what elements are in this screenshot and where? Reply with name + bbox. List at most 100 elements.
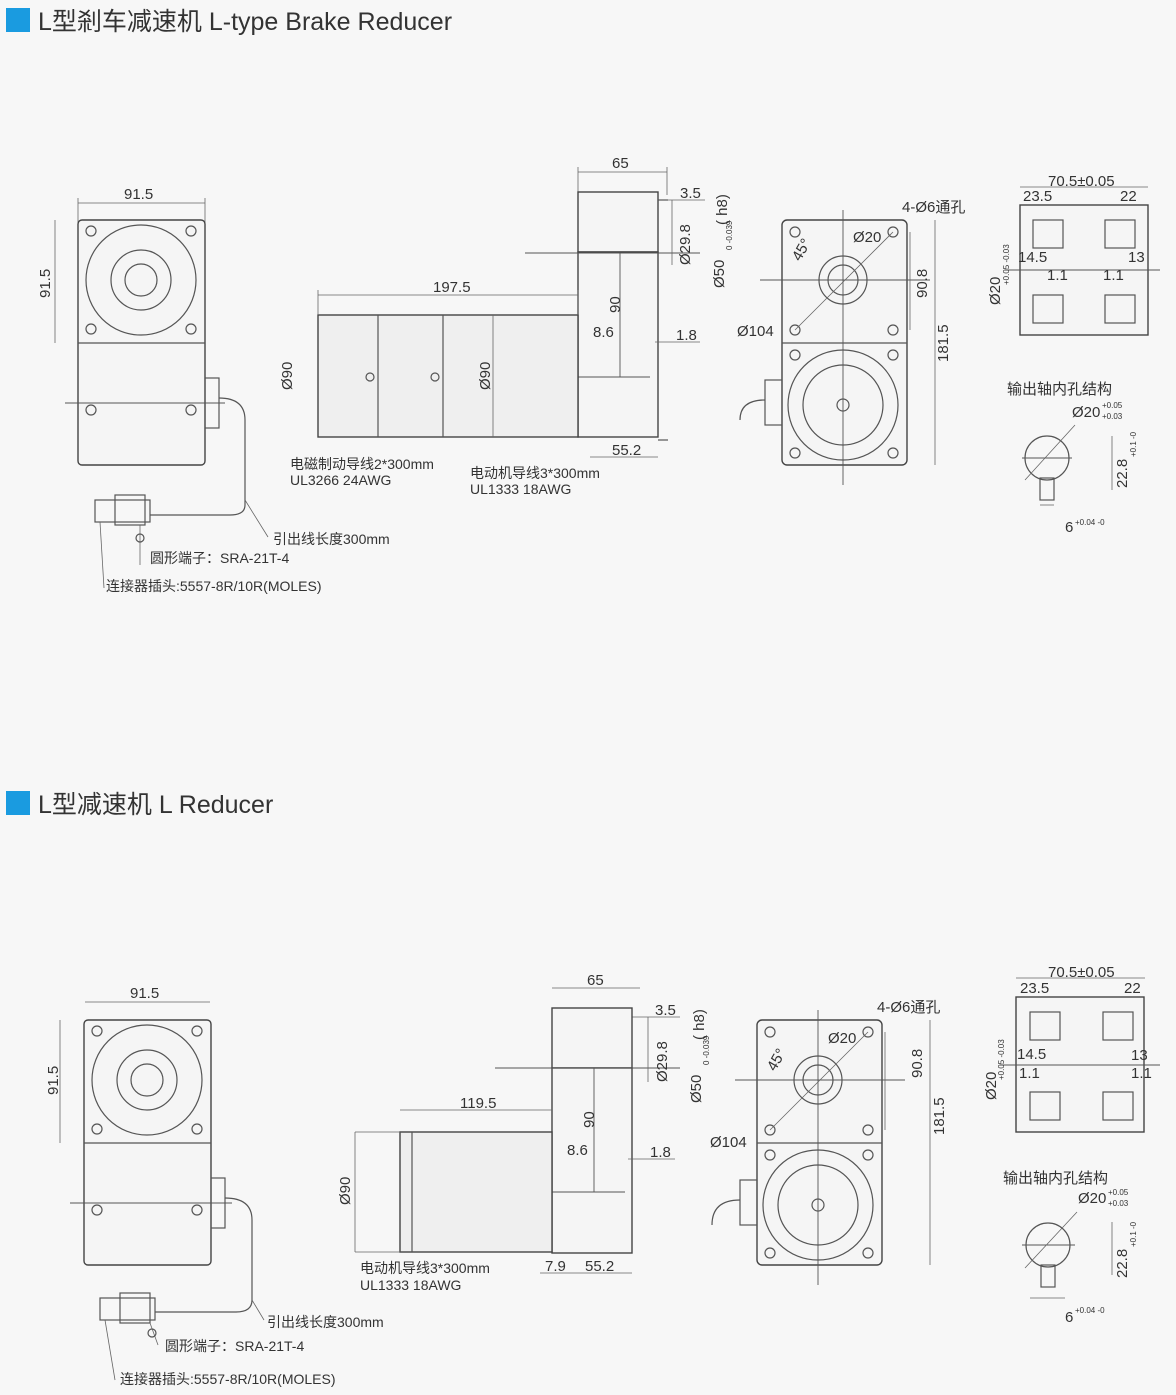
flange-total-label: 181.5	[935, 324, 952, 362]
bore-tol-low: +0.03	[1102, 412, 1123, 421]
section-marker	[6, 791, 30, 815]
shaft-inner-label: 14.5	[1018, 249, 1047, 266]
shaft-tol-label: 0 -0.039	[725, 220, 734, 250]
reducer-flange-view: 4-Ø6通孔 45° Ø20 Ø104 90.8 181.5	[710, 999, 948, 1285]
bore-label: Ø20	[828, 1030, 856, 1047]
gap-label: 3.5	[680, 185, 701, 202]
shaft-right-label: 22	[1120, 188, 1137, 205]
top-width-label: 65	[612, 155, 629, 172]
bore-label: Ø20	[853, 229, 881, 246]
reducer-cable-labels: 引出线长度300mm 圆形端子：SRA-21T-4 连接器插头:5557-8R/…	[104, 1299, 384, 1387]
section-title-reducer: L型减速机 L Reducer	[6, 785, 273, 821]
bore-depth-tol: +0.1 -0	[1129, 1221, 1138, 1247]
brake-bore-detail: 输出轴内孔结构 Ø20 +0.05 +0.03 22.8 +0.1 -0 6 +…	[1007, 381, 1138, 536]
body-length-label: 197.5	[433, 279, 471, 296]
bore-tol-low: +0.03	[1108, 1199, 1129, 1208]
bore-depth-label: 22.8	[1114, 1249, 1131, 1278]
key-tol-label: +0.04 -0	[1075, 518, 1105, 527]
pcd-label: Ø104	[710, 1134, 747, 1151]
terminal-label: 圆形端子：SRA-21T-4	[150, 550, 289, 566]
reducer-bore-detail: 输出轴内孔结构 Ø20 +0.05 +0.03 22.8 +0.1 -0 6 +…	[1003, 1170, 1138, 1326]
shaft-total-label: 70.5±0.05	[1048, 173, 1115, 190]
brake-side-view: 65 3.5 90 197.5 Ø90 Ø90 8.6 1.8 55.2 Ø29…	[279, 155, 734, 459]
motor-dia-label: Ø90	[279, 362, 296, 390]
lead-length-label: 引出线长度300mm	[273, 531, 390, 547]
bore-detail-title: 输出轴内孔结构	[1007, 381, 1112, 398]
motor-line-label: 电动机导线3*300mm	[470, 465, 600, 481]
offset-label: 8.6	[567, 1142, 588, 1159]
key-width-label: 6	[1065, 519, 1073, 536]
key-tol-label: +0.04 -0	[1075, 1306, 1105, 1315]
brake-shaft-section: 70.5±0.05 23.5 22 14.5 13 1.1 1.1 Ø20 +0…	[987, 173, 1160, 336]
gap-l-label: 1.1	[1047, 267, 1068, 284]
bore-depth-label: 22.8	[1114, 459, 1131, 488]
flange-center-label: 90.8	[914, 269, 931, 298]
gap-r-label: 1.1	[1131, 1065, 1152, 1082]
fit-label: ( h8)	[691, 1009, 708, 1040]
shaft-height-label: Ø29.8	[654, 1041, 671, 1082]
shaft-height-label: Ø29.8	[677, 224, 694, 265]
key-width-label: 6	[1065, 1309, 1073, 1326]
shaft-dia-tol-label: +0.05 -0.03	[1002, 244, 1011, 285]
bore-tol-up: +0.05	[1102, 401, 1123, 410]
gap-label: 3.5	[655, 1002, 676, 1019]
shaft-total-label: 70.5±0.05	[1048, 964, 1115, 981]
flange-total-label: 181.5	[931, 1097, 948, 1135]
reducer-front-view: 91.5 91.5	[45, 985, 253, 1324]
connector-label: 连接器插头:5557-8R/10R(MOLES)	[106, 578, 322, 594]
shaft-pilot-label: Ø50	[688, 1075, 705, 1103]
reducer-shaft-section: 70.5±0.05 23.5 22 14.5 13 1.1 1.1 Ø20 +0…	[983, 964, 1160, 1133]
terminal-label: 圆形端子：SRA-21T-4	[165, 1338, 304, 1354]
front-height-label: 91.5	[45, 1066, 62, 1095]
shaft-dia-label: Ø20	[987, 277, 1004, 305]
lead-length-label: 引出线长度300mm	[267, 1314, 384, 1330]
front-width-label: 91.5	[124, 186, 153, 203]
bore-dia-label: Ø20	[1078, 1190, 1106, 1207]
front-height-label: 91.5	[37, 269, 54, 298]
pcd-label: Ø104	[737, 323, 774, 340]
bottom-width-label: 55.2	[585, 1258, 614, 1275]
gap-l-label: 1.1	[1019, 1065, 1040, 1082]
step-label: 1.8	[650, 1144, 671, 1161]
brake-ul-label: UL3266 24AWG	[290, 472, 391, 488]
section-title-text: L型剎车减速机 L-type Brake Reducer	[38, 8, 453, 36]
gap-r-label: 1.1	[1103, 267, 1124, 284]
brake-flange-view: 4-Ø6通孔 45° Ø20 Ø104 90.8 181.5	[737, 199, 965, 485]
section-marker	[6, 8, 30, 32]
shaft-left-label: 23.5	[1023, 188, 1052, 205]
flange-center-label: 90.8	[909, 1049, 926, 1078]
shaft-dia-tol-label: +0.05 -0.03	[997, 1039, 1006, 1080]
center-height-label: 90	[607, 296, 624, 313]
shaft-pilot-label: Ø50	[711, 260, 728, 288]
bottom-width-label: 55.2	[612, 442, 641, 459]
connector-label: 连接器插头:5557-8R/10R(MOLES)	[120, 1371, 336, 1387]
holes-label: 4-Ø6通孔	[902, 199, 965, 216]
shaft-inner-label: 14.5	[1017, 1046, 1046, 1063]
bore-detail-title: 输出轴内孔结构	[1003, 1170, 1108, 1187]
bore-tol-up: +0.05	[1108, 1188, 1129, 1197]
motor-dia-label: Ø90	[337, 1177, 354, 1205]
front-width-label: 91.5	[130, 985, 159, 1002]
shaft-inner-r-label: 13	[1128, 249, 1145, 266]
step-label: 1.8	[676, 327, 697, 344]
shaft-left-label: 23.5	[1020, 980, 1049, 997]
center-height-label: 90	[581, 1111, 598, 1128]
brake-cable-labels: 引出线长度300mm 圆形端子：SRA-21T-4 连接器插头:5557-8R/…	[99, 499, 390, 594]
body-length-label: 119.5	[460, 1095, 496, 1112]
offset-label: 8.6	[593, 324, 614, 341]
shaft-dia-label: Ø20	[983, 1072, 1000, 1100]
brake-side-cable-labels: 电磁制动导线2*300mm UL3266 24AWG 电动机导线3*300mm …	[290, 456, 600, 497]
shaft-tol-label: 0 -0.039	[702, 1035, 711, 1065]
gear-dia-label: Ø90	[477, 362, 494, 390]
section-title-text: L型减速机 L Reducer	[38, 791, 274, 819]
reducer-side-view: 65 3.5 90 Ø90 119.5 8.6 1.8 7.9 55.2 Ø29…	[337, 972, 711, 1293]
motor-ul-label: UL1333 18AWG	[470, 481, 571, 497]
holes-label: 4-Ø6通孔	[877, 999, 940, 1016]
shaft-inner-r-label: 13	[1131, 1047, 1148, 1064]
motor-ul-label: UL1333 18AWG	[360, 1277, 461, 1293]
fit-label: ( h8)	[714, 194, 731, 225]
section-title-brake: L型剎车减速机 L-type Brake Reducer	[6, 2, 452, 38]
shaft-right-label: 22	[1124, 980, 1141, 997]
brake-front-view: 91.5 91.5	[37, 186, 246, 526]
